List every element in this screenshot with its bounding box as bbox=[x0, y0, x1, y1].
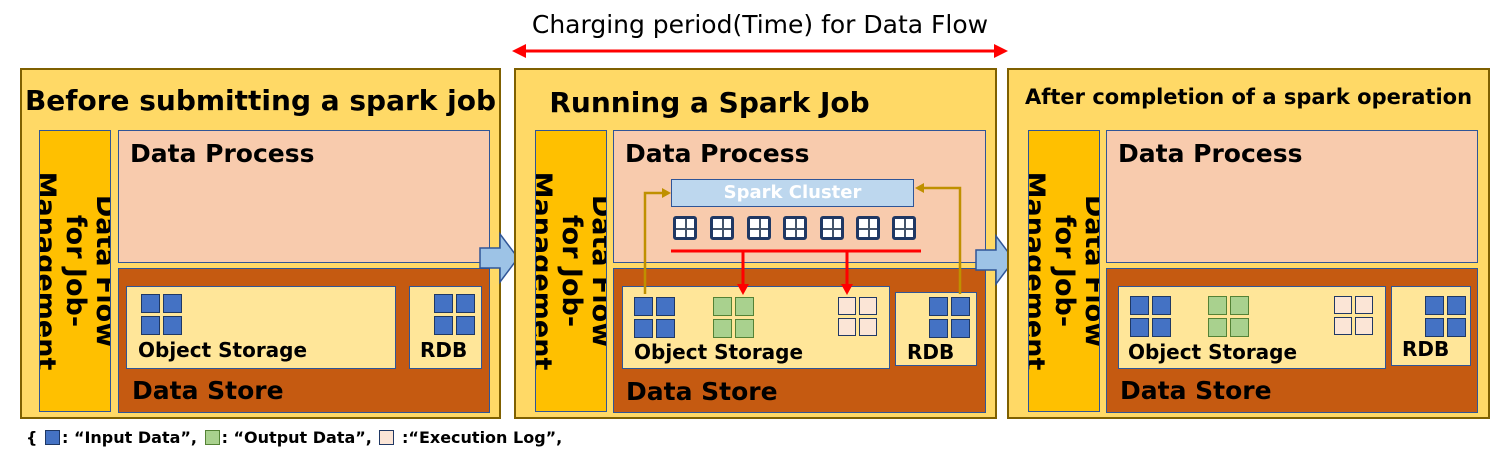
input-data-tile bbox=[434, 294, 453, 313]
data-store-label: Data Store bbox=[132, 376, 284, 405]
legend-output-label: : “Output Data”, bbox=[221, 428, 372, 447]
rdb-label: RDB bbox=[1402, 337, 1450, 361]
header-title: Charging period(Time) for Data Flow bbox=[531, 10, 989, 39]
input-data-tile bbox=[456, 316, 475, 335]
panel-title: Before submitting a spark job bbox=[24, 84, 497, 117]
data-process-box bbox=[118, 130, 490, 263]
legend-input-swatch bbox=[44, 430, 60, 445]
output-data-tile bbox=[1230, 318, 1249, 337]
input-data-tile bbox=[1130, 318, 1149, 337]
input-data-tile bbox=[141, 316, 160, 335]
data-process-box bbox=[1106, 130, 1478, 263]
execution-log-tile bbox=[1355, 296, 1373, 314]
output-data-tile bbox=[735, 319, 754, 338]
spark-worker-node-icon bbox=[783, 216, 807, 240]
input-data-tile bbox=[163, 316, 182, 335]
spark-worker-node-icon bbox=[820, 216, 844, 240]
step-arrow-icon bbox=[975, 233, 1015, 287]
input-data-tile bbox=[656, 319, 675, 338]
data-store-label: Data Store bbox=[626, 377, 778, 406]
input-data-tile bbox=[634, 297, 653, 316]
job-management-flow-label: Data Flow for Job-Management bbox=[535, 171, 607, 371]
execution-log-tile bbox=[1334, 317, 1352, 335]
spark-cluster-box bbox=[671, 179, 914, 207]
panel-title: After completion of a spark operation bbox=[1024, 85, 1473, 109]
spark-cluster-label: Spark Cluster bbox=[723, 182, 862, 203]
input-data-tile bbox=[929, 297, 948, 316]
legend-log-swatch bbox=[379, 430, 395, 445]
output-data-tile bbox=[735, 297, 754, 316]
data-process-label: Data Process bbox=[130, 139, 315, 168]
execution-log-tile bbox=[859, 297, 877, 315]
spark-worker-node-icon bbox=[856, 216, 880, 240]
legend: { : “Input Data”, : “Output Data”, :“Exe… bbox=[26, 428, 562, 447]
step-arrow-icon bbox=[479, 231, 519, 285]
input-data-tile bbox=[163, 294, 182, 313]
input-data-tile bbox=[1152, 318, 1171, 337]
job-management-flow-label: Data Flow for Job-Management bbox=[1028, 171, 1100, 371]
job-management-flow-bar: Data Flow for Job-Management bbox=[535, 130, 607, 412]
input-data-tile bbox=[634, 319, 653, 338]
legend-input-label: : “Input Data”, bbox=[61, 428, 197, 447]
input-data-tile bbox=[951, 319, 970, 338]
data-process-label: Data Process bbox=[1118, 139, 1303, 168]
rdb-label: RDB bbox=[907, 340, 955, 364]
output-data-tile bbox=[1208, 318, 1227, 337]
charging-period-arrow bbox=[512, 44, 1008, 58]
spark-worker-node-icon bbox=[673, 216, 697, 240]
object-storage-label: Object Storage bbox=[1128, 340, 1298, 364]
data-process-label: Data Process bbox=[625, 139, 810, 168]
input-data-tile bbox=[656, 297, 675, 316]
spark-worker-node-icon bbox=[710, 216, 734, 240]
input-data-tile bbox=[1425, 318, 1444, 337]
data-flow-connectors bbox=[643, 183, 962, 295]
input-data-tile bbox=[1152, 296, 1171, 315]
execution-log-tile bbox=[838, 297, 856, 315]
input-data-tile bbox=[1447, 318, 1466, 337]
input-data-tile bbox=[1425, 296, 1444, 315]
job-management-flow-bar: Data Flow for Job-Management bbox=[39, 130, 111, 412]
data-store-label: Data Store bbox=[1120, 376, 1272, 405]
execution-log-tile bbox=[859, 318, 877, 336]
input-data-tile bbox=[141, 294, 160, 313]
input-data-tile bbox=[434, 316, 453, 335]
output-data-tile bbox=[713, 297, 732, 316]
input-data-tile bbox=[456, 294, 475, 313]
job-management-flow-label: Data Flow for Job-Management bbox=[39, 171, 111, 371]
job-management-flow-bar: Data Flow for Job-Management bbox=[1028, 130, 1100, 412]
legend-log-label: :“Execution Log”, bbox=[396, 428, 563, 447]
execution-log-tile bbox=[1334, 296, 1352, 314]
execution-log-tile bbox=[1355, 317, 1373, 335]
output-data-tile bbox=[1208, 296, 1227, 315]
input-data-tile bbox=[929, 319, 948, 338]
output-data-tile bbox=[713, 319, 732, 338]
spark-worker-node-icon bbox=[747, 216, 771, 240]
panel-title: Running a Spark Job bbox=[549, 86, 870, 119]
rdb-label: RDB bbox=[420, 338, 468, 362]
spark-worker-node-icon bbox=[892, 216, 916, 240]
execution-log-tile bbox=[838, 318, 856, 336]
input-data-tile bbox=[1447, 296, 1466, 315]
input-data-tile bbox=[1130, 296, 1149, 315]
input-data-tile bbox=[951, 297, 970, 316]
object-storage-label: Object Storage bbox=[138, 338, 308, 362]
output-data-tile bbox=[1230, 296, 1249, 315]
object-storage-label: Object Storage bbox=[634, 340, 804, 364]
legend-output-swatch bbox=[204, 430, 220, 445]
legend-open-brace: { bbox=[26, 428, 38, 447]
